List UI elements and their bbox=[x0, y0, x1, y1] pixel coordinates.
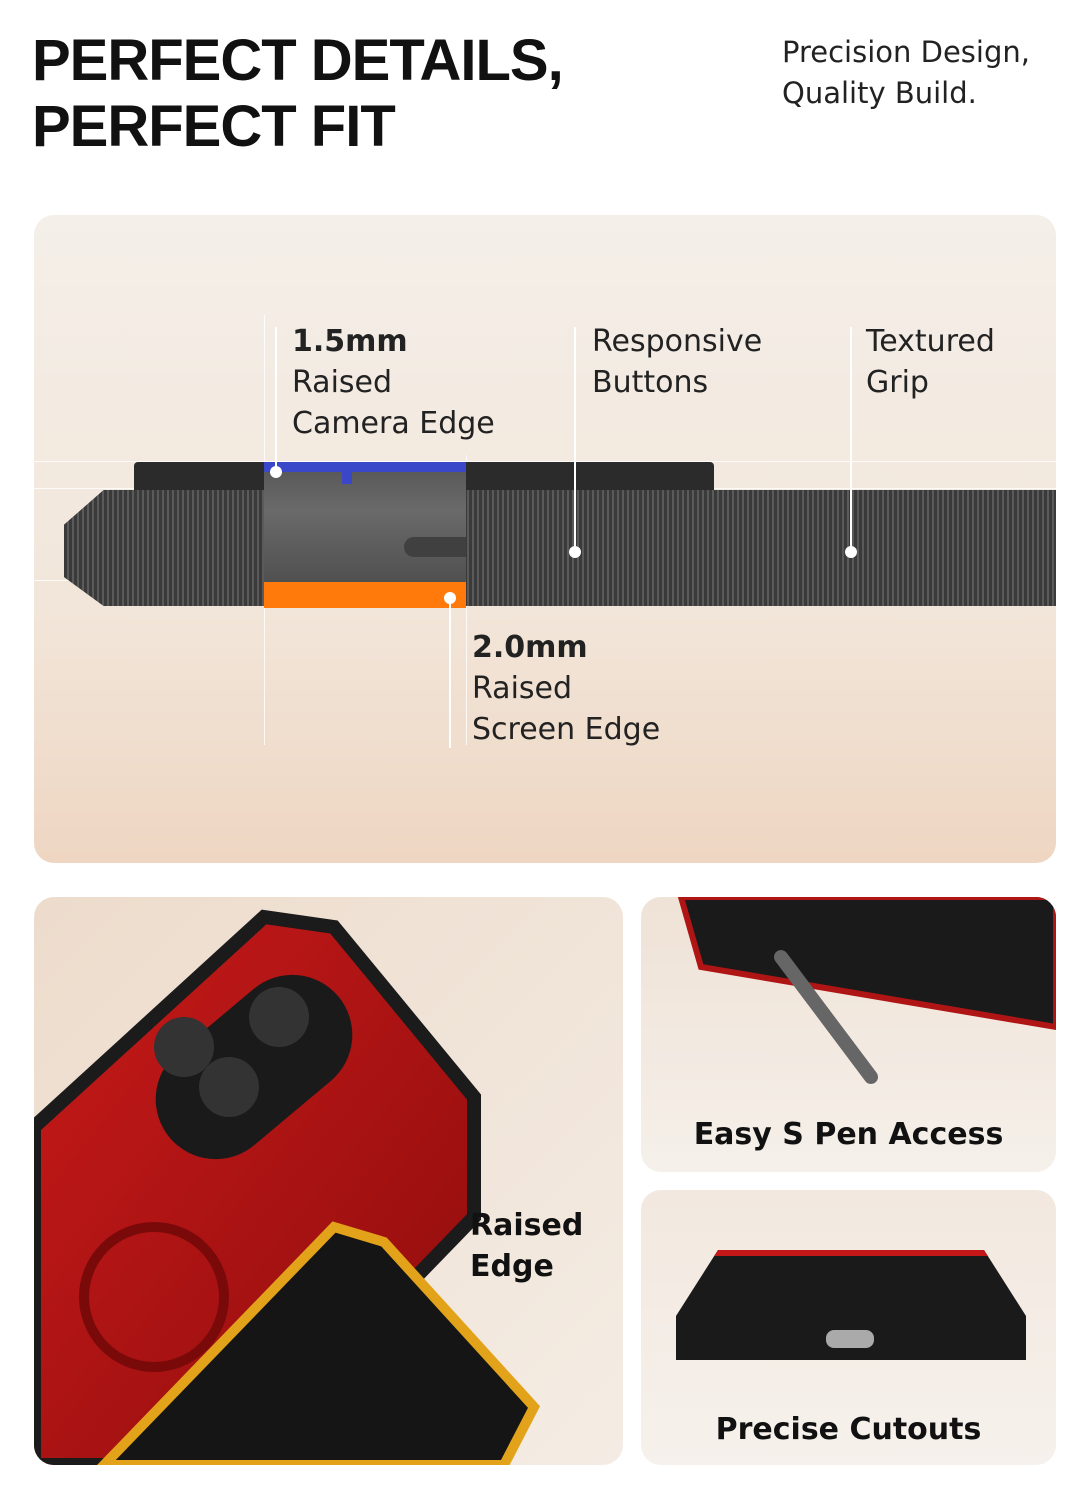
cutouts-caption: Precise Cutouts bbox=[715, 1412, 982, 1447]
spen-caption: Easy S Pen Access bbox=[693, 1117, 1004, 1152]
camera-edge-highlight bbox=[264, 462, 466, 472]
ring-holder-icon bbox=[79, 1222, 229, 1372]
phone-screen-front bbox=[97, 1221, 541, 1465]
s-pen bbox=[774, 950, 878, 1084]
spen-card: Easy S Pen Access bbox=[641, 897, 1056, 1172]
page-title: PERFECT DETAILS, PERFECT FIT bbox=[32, 28, 564, 159]
screen-edge-highlight bbox=[264, 582, 466, 608]
subtitle: Precision Design, Quality Build. bbox=[782, 35, 1030, 110]
cutouts-card: Precise Cutouts bbox=[641, 1190, 1056, 1465]
phone-bottom-edge bbox=[677, 897, 1056, 1031]
usb-c-port-icon bbox=[826, 1330, 874, 1348]
